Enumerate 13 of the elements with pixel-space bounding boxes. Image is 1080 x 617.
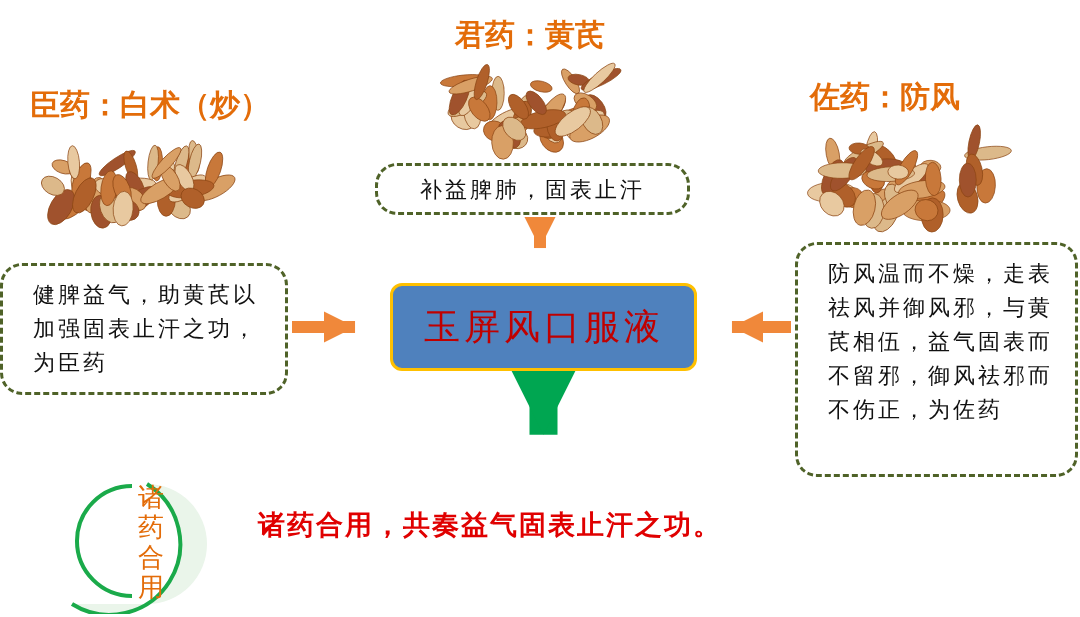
- description-box: 健脾益气，助黄芪以加强固表止汗之功，为臣药: [0, 263, 288, 395]
- description-box: 补益脾肺，固表止汗: [375, 163, 690, 215]
- conclusion-text: 诸药合用，共奏益气固表止汗之功。: [258, 503, 838, 547]
- arrow: [731, 311, 791, 343]
- product-box: 玉屏风口服液: [390, 283, 697, 371]
- arrow: [510, 369, 577, 435]
- description-box: 防风温而不燥，走表祛风并御风邪，与黄芪相伍，益气固表而不留邪，御风祛邪而不伤正，为佐药: [795, 242, 1078, 477]
- arrow: [524, 216, 556, 249]
- vertical-text: 诸药合用: [138, 482, 165, 602]
- arrow: [292, 311, 356, 343]
- herb-heading: 君药：黄芪: [455, 16, 605, 54]
- herb-heading: 臣药：白术（炒）: [30, 86, 270, 124]
- herb-heading: 佐药：防风: [810, 78, 960, 116]
